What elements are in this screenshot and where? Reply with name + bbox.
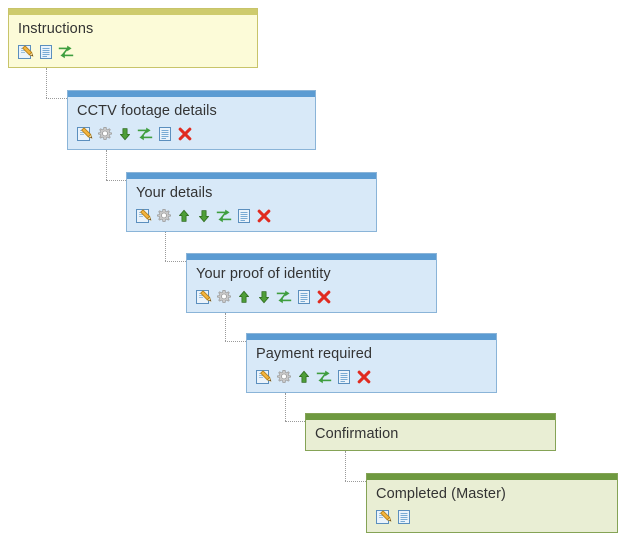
stage-box[interactable]: Instructions [8,8,258,68]
connector-line [345,481,366,482]
delete-icon[interactable] [316,289,332,305]
swap-icon[interactable] [316,369,332,385]
stage-action-icons [77,125,306,143]
swap-icon[interactable] [276,289,292,305]
stage-action-icons [376,508,608,526]
connector-line [106,180,126,181]
stage-header-bar [127,173,376,179]
document-icon[interactable] [236,208,252,224]
stage-title: Your details [136,185,213,201]
document-icon[interactable] [396,509,412,525]
stage-title: Instructions [18,21,94,37]
document-icon[interactable] [157,126,173,142]
arrow-down-icon[interactable] [196,208,212,224]
edit-icon[interactable] [256,369,272,385]
connector-line [165,261,186,262]
stage-title: Payment required [256,346,373,362]
stage-box[interactable]: Payment required [246,333,497,393]
delete-icon[interactable] [256,208,272,224]
stage-body: CCTV footage details [68,97,315,143]
swap-icon[interactable] [58,44,74,60]
stage-action-icons [136,207,367,225]
arrow-up-icon[interactable] [236,289,252,305]
gear-icon[interactable] [97,126,113,142]
stage-header-bar [9,9,257,15]
stage-title: Completed (Master) [376,486,506,502]
edit-icon[interactable] [18,44,34,60]
document-icon[interactable] [296,289,312,305]
arrow-up-icon[interactable] [176,208,192,224]
connector-line [225,341,246,342]
stage-title: Your proof of identity [196,266,331,282]
gear-icon[interactable] [276,369,292,385]
stage-body: Completed (Master) [367,480,617,526]
stage-title: CCTV footage details [77,103,217,119]
stage-action-icons [196,288,427,306]
stage-body: Confirmation [306,420,555,443]
stage-header-bar [247,334,496,340]
edit-icon[interactable] [136,208,152,224]
stage-box[interactable]: CCTV footage details [67,90,316,150]
stage-box[interactable]: Your proof of identity [186,253,437,313]
gear-icon[interactable] [156,208,172,224]
delete-icon[interactable] [356,369,372,385]
arrow-down-icon[interactable] [117,126,133,142]
stage-header-bar [187,254,436,260]
connector-line [345,451,346,481]
stage-body: Instructions [9,15,257,61]
swap-icon[interactable] [216,208,232,224]
arrow-down-icon[interactable] [256,289,272,305]
stage-title: Confirmation [315,426,399,442]
arrow-up-icon[interactable] [296,369,312,385]
edit-icon[interactable] [77,126,93,142]
connector-line [106,150,107,180]
edit-icon[interactable] [196,289,212,305]
stage-header-bar [306,414,555,420]
stage-header-bar [367,474,617,480]
connector-line [285,393,286,421]
stage-action-icons [18,43,248,61]
connector-line [285,421,305,422]
stage-body: Your proof of identity [187,260,436,306]
document-icon[interactable] [336,369,352,385]
stage-body: Payment required [247,340,496,386]
stage-action-icons [256,368,487,386]
connector-line [165,232,166,261]
document-icon[interactable] [38,44,54,60]
stage-box[interactable]: Confirmation [305,413,556,451]
delete-icon[interactable] [177,126,193,142]
connector-line [46,98,67,99]
edit-icon[interactable] [376,509,392,525]
gear-icon[interactable] [216,289,232,305]
stage-box[interactable]: Your details [126,172,377,232]
stage-header-bar [68,91,315,97]
connector-line [46,68,47,98]
connector-line [225,313,226,341]
stage-box[interactable]: Completed (Master) [366,473,618,533]
swap-icon[interactable] [137,126,153,142]
stage-body: Your details [127,179,376,225]
